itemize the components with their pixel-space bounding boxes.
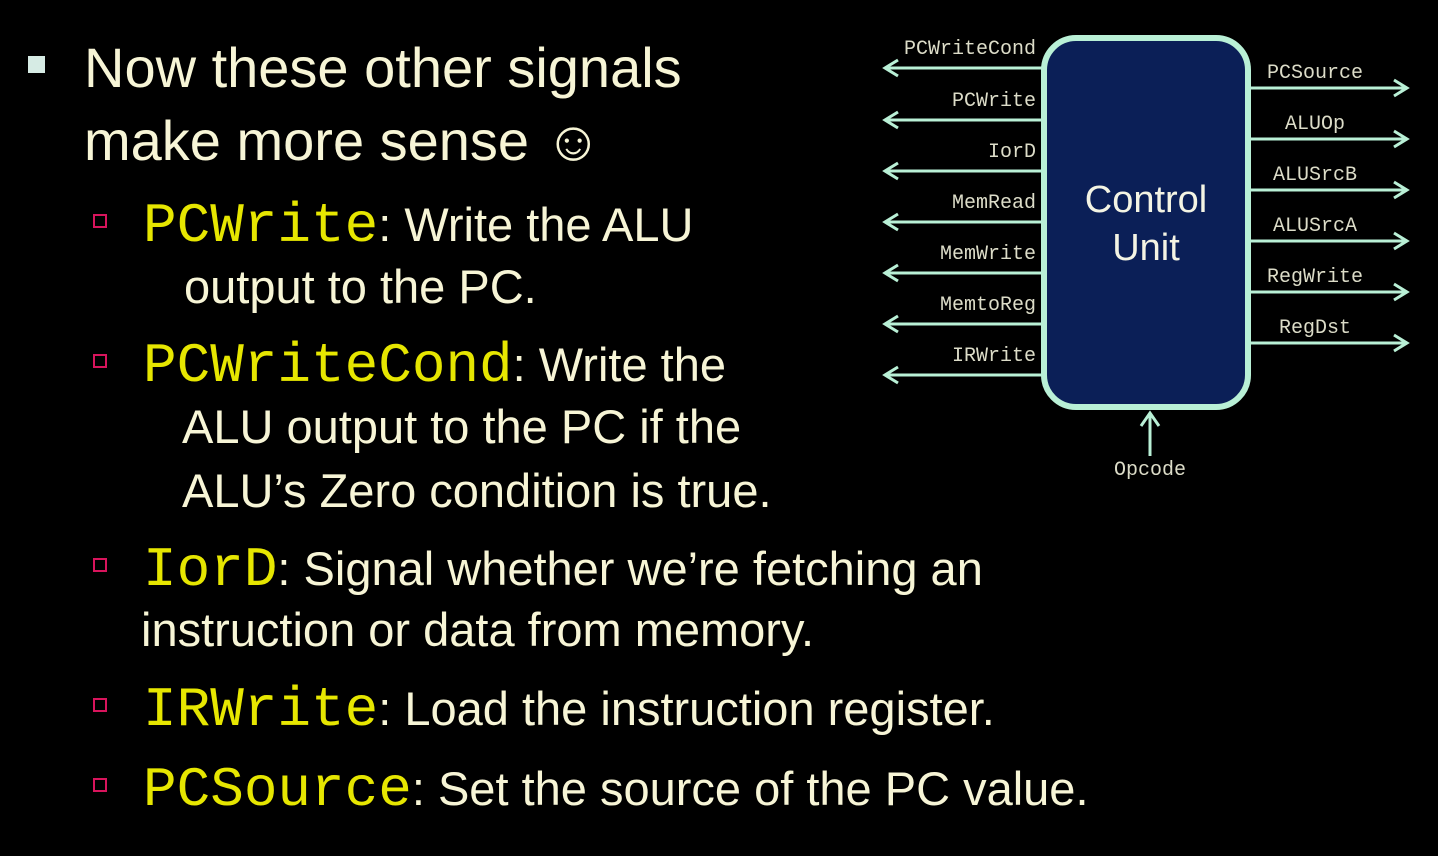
bullet-text: : Load the instruction register. [378,682,995,735]
signal-label: PCSource [1267,62,1363,85]
title-line-2: make more sense ☺ [84,109,602,172]
bullet-text: instruction or data from memory. [141,603,815,656]
sub-bullet-icon [93,778,107,792]
signal-label: MemtoReg [940,294,1036,317]
sub-bullet-icon [93,214,107,228]
signal-label: MemWrite [940,243,1036,266]
signal-label: MemRead [952,192,1036,215]
signal-label: RegWrite [1267,266,1363,289]
output-signal-memtoreg: MemtoReg [882,294,1043,334]
output-signal-regwrite: RegWrite [1249,266,1410,302]
bullet-text: : Signal whether we’re fetching an [277,542,983,595]
sub-bullet-icon [93,558,107,572]
bullet-pcwrite: PCWrite: Write the ALU [143,198,693,254]
sub-bullet-icon [93,698,107,712]
main-bullet-icon [28,56,45,73]
output-signal-memwrite: MemWrite [882,243,1043,283]
control-unit-box [1041,35,1251,410]
title-line-1: Now these other signals [84,36,682,99]
signal-name: PCSource [143,758,412,822]
bullet-iord: IorD: Signal whether we’re fetching an [143,542,983,598]
output-signal-aluop: ALUOp [1249,113,1410,149]
signal-label: ALUSrcA [1273,215,1357,238]
output-signal-irwrite: IRWrite [882,345,1043,385]
signal-name: PCWrite [143,194,379,258]
output-signal-pcsource: PCSource [1249,62,1410,98]
bullet-text: : Write the [512,338,726,391]
control-unit-label: Unit [1112,227,1180,269]
bullet-pcsource: PCSource: Set the source of the PC value… [143,762,1089,818]
signal-name: PCWriteCond [143,334,513,398]
signal-label: IorD [988,141,1036,164]
bullet-text: : Set the source of the PC value. [411,762,1089,815]
signal-label: IRWrite [952,345,1036,368]
output-signal-pcwrite: PCWrite [882,90,1043,130]
signal-name: IorD [143,538,278,602]
signal-label: PCWrite [952,90,1036,113]
sub-bullet-icon [93,354,107,368]
signal-label: ALUSrcB [1273,164,1357,187]
opcode-label: Opcode [1114,459,1186,482]
output-signal-alusrcb: ALUSrcB [1249,164,1410,200]
output-signal-iord: IorD [882,141,1043,181]
output-signal-alusrca: ALUSrcA [1249,215,1410,251]
opcode-input-arrow [1139,410,1161,456]
bullet-text: output to the PC. [184,260,537,313]
bullet-text: ALU’s Zero condition is true. [182,464,772,517]
signal-label: PCWriteCond [904,38,1036,61]
signal-name: IRWrite [143,678,379,742]
bullet-pcwritecond: PCWriteCond: Write the [143,338,726,394]
signal-label: RegDst [1279,317,1351,340]
output-signal-regdst: RegDst [1249,317,1410,353]
output-signal-memread: MemRead [882,192,1043,232]
bullet-irwrite: IRWrite: Load the instruction register. [143,682,995,738]
bullet-text: ALU output to the PC if the [182,400,742,453]
output-signal-pcwritecond: PCWriteCond [882,38,1043,78]
signal-label: ALUOp [1285,113,1345,136]
bullet-text: : Write the ALU [378,198,694,251]
control-unit-label: Control [1085,179,1208,221]
